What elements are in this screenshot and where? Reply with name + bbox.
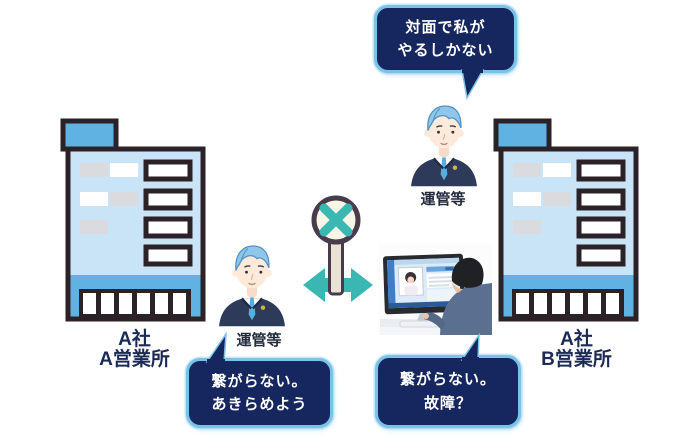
speech-bubble-bottom-left: 繋がらない。 あきらめよう [186,358,333,428]
speech-bubble-bottom-left-line2: あきらめよう [211,396,308,413]
building-label-left: A社 A営業所 [62,330,207,370]
speech-bubble-bottom-right-line1: 繋がらない。 [399,371,496,389]
building-left-office: A営業所 [99,349,170,370]
speech-bubble-bottom-left-tail [205,332,227,364]
speech-bubble-top-line1: 対面で私が [405,18,486,36]
building-left-company: A社 [118,329,151,350]
monitor [383,253,465,315]
speech-bubble-bottom-right-line2: 故障？ [423,394,472,412]
speech-bubble-bottom-right-tail [460,333,480,362]
office-building-right-icon [493,118,639,322]
businessman-top-icon [411,105,477,187]
caption-top-person: 運管等 [420,191,466,208]
speech-bubble-bottom-right: 繋がらない。 故障？ [375,355,521,428]
office-building-left-icon [60,118,206,322]
prohibition-sign-and-arrow [303,195,373,302]
building-right-company: A社 [560,329,593,350]
speech-bubble-top: 対面で私が やるしかない [374,5,517,73]
businessman-left-icon [219,245,285,327]
building-label-right: A社 B営業所 [504,330,649,370]
speech-bubble-bottom-left-line1: 繋がらない。 [211,372,308,390]
worker-at-computer-photo [378,243,492,335]
building-right-office: B営業所 [541,349,612,370]
speech-bubble-top-line2: やるしかない [397,42,494,59]
caption-left-person: 運管等 [236,332,282,349]
person-from-behind [423,257,492,335]
speech-bubble-top-tail [461,69,485,101]
x-prohibition-sign-icon [311,195,361,296]
